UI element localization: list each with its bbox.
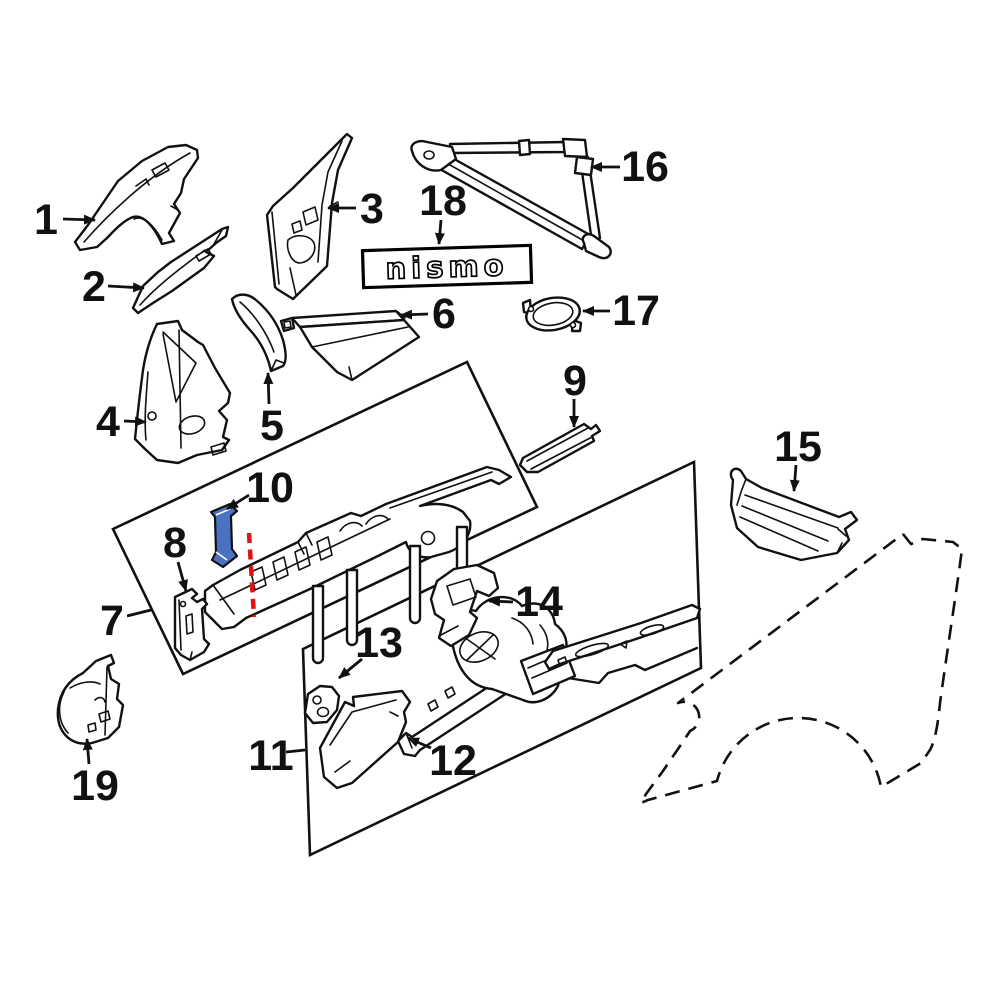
callout-arrow-19 bbox=[82, 738, 93, 765]
part-16-strut-tower-brace bbox=[410, 137, 612, 260]
callout-3: 3 bbox=[360, 185, 384, 233]
callout-16: 16 bbox=[621, 143, 669, 191]
callout-15: 15 bbox=[774, 423, 822, 471]
callout-arrow-4 bbox=[123, 416, 147, 427]
callout-arrow-18 bbox=[434, 219, 445, 245]
bolt-hole bbox=[569, 321, 577, 329]
callout-labels: 1 2 3 4 5 6 7 8 9 10 11 12 13 14 15 16 1… bbox=[34, 143, 822, 810]
callout-arrow-10 bbox=[226, 493, 250, 511]
part-13-grommet-plate bbox=[303, 684, 341, 725]
bolt-hole bbox=[420, 530, 436, 546]
callout-7: 7 bbox=[100, 597, 124, 645]
callout-arrow-1 bbox=[62, 214, 96, 225]
part-17-inspection-cover bbox=[521, 296, 583, 333]
callout-14: 14 bbox=[515, 578, 563, 626]
callout-arrow-12 bbox=[407, 736, 432, 750]
callout-13: 13 bbox=[355, 619, 403, 667]
callout-arrow-6 bbox=[400, 309, 429, 320]
badge-frame bbox=[360, 243, 534, 290]
part-4-hoodledge-assembly bbox=[133, 319, 232, 465]
part-5-hoodledge-brace bbox=[230, 293, 287, 373]
callout-11: 11 bbox=[248, 732, 293, 780]
section-cut-line bbox=[246, 532, 257, 618]
rear-side-member-rail bbox=[396, 596, 702, 758]
callout-arrow-5 bbox=[263, 372, 274, 405]
callout-17: 17 bbox=[612, 287, 660, 335]
part-1-hoodledge-apron bbox=[73, 143, 200, 252]
part-6-battery-tray bbox=[279, 309, 421, 382]
part-10-reinforcement-highlighted bbox=[209, 502, 239, 569]
callout-arrow-13 bbox=[338, 657, 363, 680]
callout-9: 9 bbox=[563, 357, 587, 405]
section-box-7 bbox=[111, 360, 539, 676]
callout-8: 8 bbox=[163, 519, 187, 567]
part-3-dash-side-panel bbox=[265, 132, 354, 301]
callout-arrow-8 bbox=[176, 561, 188, 592]
part-9-sill-channel bbox=[518, 422, 602, 474]
part-12-closing-plate bbox=[318, 689, 412, 790]
callout-tick-7 bbox=[126, 608, 152, 618]
callout-10: 10 bbox=[246, 464, 294, 512]
section-box-11 bbox=[301, 459, 703, 858]
callout-12: 12 bbox=[429, 737, 477, 785]
callout-arrow-15 bbox=[789, 464, 800, 492]
part-8-side-member-bracket bbox=[173, 587, 211, 662]
callout-tick-11 bbox=[285, 748, 306, 754]
callout-arrow-14 bbox=[488, 596, 514, 607]
callout-2: 2 bbox=[82, 263, 106, 311]
callout-arrows bbox=[62, 162, 800, 765]
callout-4: 4 bbox=[96, 398, 120, 446]
badge-text: nismo bbox=[385, 248, 509, 286]
callout-19: 19 bbox=[71, 762, 119, 810]
callout-6: 6 bbox=[432, 290, 456, 338]
part-18-nismo-badge: nismo bbox=[360, 243, 534, 290]
callout-arrow-2 bbox=[107, 282, 145, 293]
callout-1: 1 bbox=[34, 196, 58, 244]
part-2-hoodledge-reinforcement bbox=[131, 225, 230, 315]
bolt-hole bbox=[527, 305, 535, 313]
callout-18: 18 bbox=[419, 177, 467, 225]
part-15-side-member-extension bbox=[729, 467, 859, 562]
part-14-support-bracket bbox=[429, 563, 500, 648]
fender-outline bbox=[639, 532, 964, 805]
callout-5: 5 bbox=[260, 402, 284, 450]
part-19-mounting-bracket bbox=[56, 653, 125, 745]
